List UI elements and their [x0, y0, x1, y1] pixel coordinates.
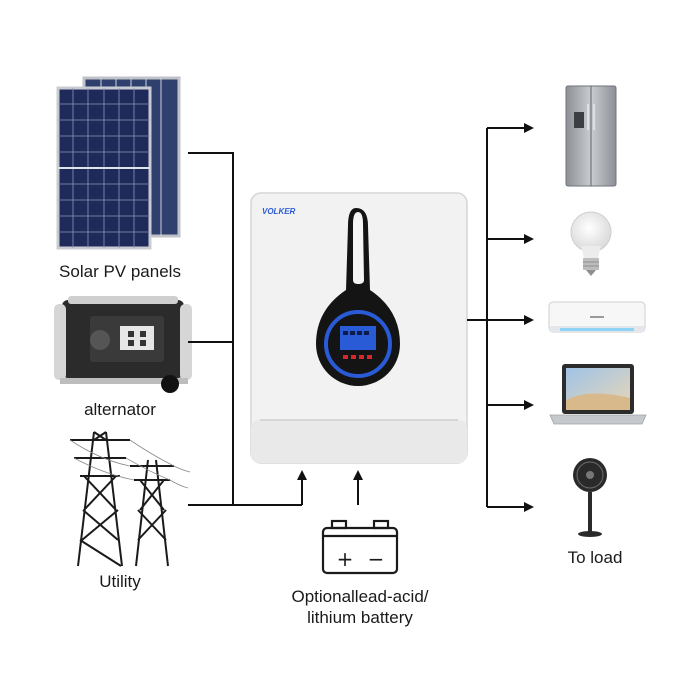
- battery-minus-symbol: −: [368, 547, 385, 571]
- utility-label: Utility: [99, 572, 141, 591]
- laptop-icon: [549, 364, 647, 425]
- fan-icon: [573, 458, 607, 537]
- load-lines: [467, 123, 534, 512]
- refrigerator-icon: [565, 85, 617, 187]
- power-tower-icon: [70, 431, 174, 567]
- battery-label-line-2: lithium battery: [307, 608, 413, 627]
- solar-panel-icon: [56, 76, 181, 250]
- generator-icon: [54, 296, 192, 393]
- light-bulb-icon: [570, 211, 612, 276]
- battery-icon: [321, 519, 399, 575]
- source-lines: [188, 152, 363, 506]
- to-load-label: To load: [567, 548, 623, 567]
- power-line-wires: [69, 439, 191, 489]
- air-conditioner-icon: [548, 301, 646, 333]
- battery-label: Optionallead-acid/ lithium battery: [250, 586, 470, 628]
- solar-panels-label: Solar PV panels: [59, 262, 181, 281]
- inverter-icon: [250, 192, 468, 464]
- battery-label-line-1: Optionallead-acid/: [291, 587, 429, 606]
- inverter-brand: VOLKER: [262, 207, 296, 216]
- alternator-label: alternator: [84, 400, 156, 419]
- battery-plus-symbol: +: [337, 547, 354, 571]
